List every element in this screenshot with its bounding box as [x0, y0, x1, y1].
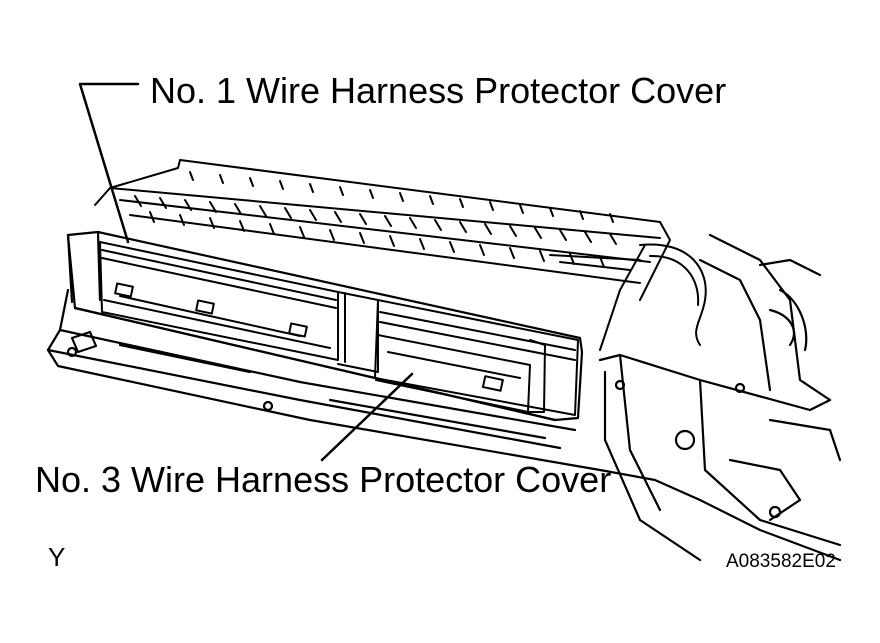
leader-lines [78, 82, 414, 462]
base-frame [46, 288, 842, 562]
no1-cover-label: No. 1 Wire Harness Protector Cover [150, 70, 727, 111]
bottom-leader-line [320, 372, 414, 462]
rear-module-stack [94, 159, 707, 351]
no1-cover-outline [99, 241, 339, 361]
no3-cover-outline [374, 299, 579, 416]
figure-code: A083582E02 [726, 551, 836, 572]
center-divider [337, 291, 379, 373]
right-bracket [598, 233, 842, 562]
corner-mark: Y [48, 542, 66, 572]
no3-cover-label: No. 3 Wire Harness Protector Cover [35, 459, 612, 500]
top-leader-line [78, 82, 140, 244]
